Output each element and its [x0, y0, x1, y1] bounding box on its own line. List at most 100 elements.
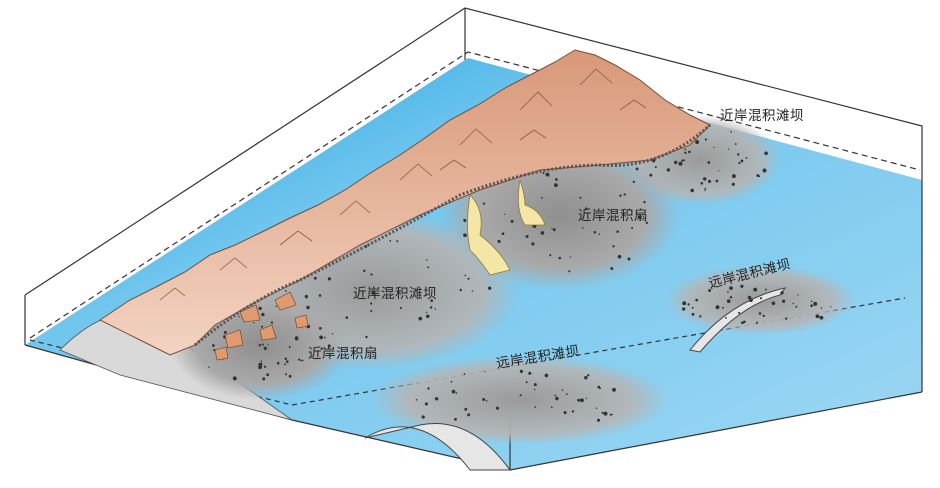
gravel-dot: [830, 306, 832, 308]
gravel-dot: [418, 316, 423, 321]
gravel-dot: [764, 288, 767, 291]
gravel-dot: [691, 312, 695, 316]
gravel-dot: [327, 277, 331, 281]
gravel-dot: [253, 322, 255, 324]
gravel-dot: [645, 221, 649, 225]
gravel-dot: [261, 343, 264, 346]
gravel-dot: [396, 240, 399, 243]
gravel-dot: [484, 370, 486, 373]
gravel-dot: [275, 305, 277, 308]
gravel-dot: [771, 301, 776, 306]
gravel-dot: [525, 234, 529, 239]
gravel-dot: [212, 344, 215, 347]
gravel-dot: [288, 345, 291, 348]
gravel-dot: [628, 208, 631, 210]
left-fan-gravels: [214, 291, 309, 361]
gravel-dot: [587, 374, 590, 377]
gravel-dot: [276, 361, 280, 365]
gravel-dot: [593, 231, 597, 234]
gravel-dot: [266, 373, 270, 377]
gravel-dot: [738, 161, 741, 165]
gravel-dot: [785, 317, 788, 320]
gravel-dot: [702, 177, 707, 181]
gravel-dot: [284, 357, 288, 360]
gravel-dot: [813, 301, 818, 306]
gravel-dot: [306, 305, 310, 310]
gravel-dot: [580, 398, 584, 403]
gravel-dot: [313, 276, 317, 280]
gravel-dot: [727, 291, 729, 293]
gravel-dot: [740, 284, 744, 288]
gravel-dot: [585, 397, 588, 400]
gravel-dot: [519, 369, 524, 374]
gravel-dot: [734, 143, 737, 145]
gravel-dot: [550, 406, 553, 409]
gravel-dot: [715, 305, 720, 310]
gravel-dot: [497, 239, 501, 243]
label-nearshore-bar-top-right: 近岸混积滩坝: [720, 108, 804, 124]
gravel-dot: [363, 269, 366, 273]
gravel-dot: [643, 200, 646, 204]
gravel-dot: [612, 245, 615, 248]
gravel-dot: [318, 294, 322, 297]
gravel-dot: [688, 150, 691, 154]
gravel-dot: [288, 374, 292, 378]
gravel-dot: [533, 383, 537, 387]
gravel-dot: [238, 315, 240, 318]
gravel-dot: [792, 302, 795, 305]
gravel-dot: [208, 366, 210, 368]
gravel-dot: [551, 228, 553, 230]
gravel-dot: [294, 336, 299, 340]
gravel-dot: [540, 197, 543, 199]
gravel-dot: [260, 360, 263, 363]
gravel-dot: [365, 335, 368, 339]
gravel-dot: [700, 181, 704, 185]
gravel-dot: [471, 290, 474, 292]
gravel-dot: [323, 336, 326, 339]
gravel-dot: [482, 202, 486, 205]
gravel-dot: [389, 240, 392, 242]
gravel-dot: [425, 311, 428, 314]
gravel-dot: [718, 170, 720, 172]
gravel-dot: [678, 161, 683, 166]
gravel-dot: [616, 230, 619, 233]
gravel-dot: [558, 256, 562, 260]
gravel-dot: [704, 187, 707, 190]
gravel-dot: [555, 396, 559, 401]
gravel-dot: [579, 196, 582, 199]
gravel-dot: [427, 266, 430, 269]
gravel-dot: [463, 233, 467, 238]
gravel-dot: [534, 406, 537, 408]
gravel-dot: [632, 180, 635, 184]
gravel-dot: [501, 232, 505, 236]
gravel-dot: [262, 377, 266, 381]
gravel-dot: [504, 213, 506, 215]
gravel-dot: [603, 411, 608, 416]
gravel-dot: [707, 179, 712, 183]
gravel-dot: [682, 301, 687, 306]
offshore-bar-sections: [364, 287, 787, 471]
gravel-dot: [549, 254, 552, 257]
gravel-dot: [682, 307, 686, 311]
gravel-dot: [463, 218, 467, 222]
gravel-dot: [695, 140, 700, 144]
gravel-dot: [721, 306, 724, 309]
gravel-dot: [585, 207, 588, 210]
gravel-dot: [684, 151, 687, 154]
gravel-dot: [619, 194, 622, 197]
gravel-dot: [568, 270, 571, 273]
gravel-dot: [631, 227, 634, 229]
gravel-dot: [681, 159, 684, 162]
gravel-dot: [345, 316, 349, 319]
mountain-ridges: [159, 68, 647, 301]
gravel-dot: [654, 166, 657, 169]
gravel-dot: [533, 388, 536, 391]
gravel-dot: [782, 299, 786, 303]
gravel-dot: [425, 259, 428, 261]
gravel-dot: [617, 254, 622, 259]
gravel-dot: [820, 307, 823, 309]
gravel-dot: [738, 311, 741, 314]
gravel-dot: [488, 286, 492, 290]
gravel-dot: [563, 411, 567, 415]
